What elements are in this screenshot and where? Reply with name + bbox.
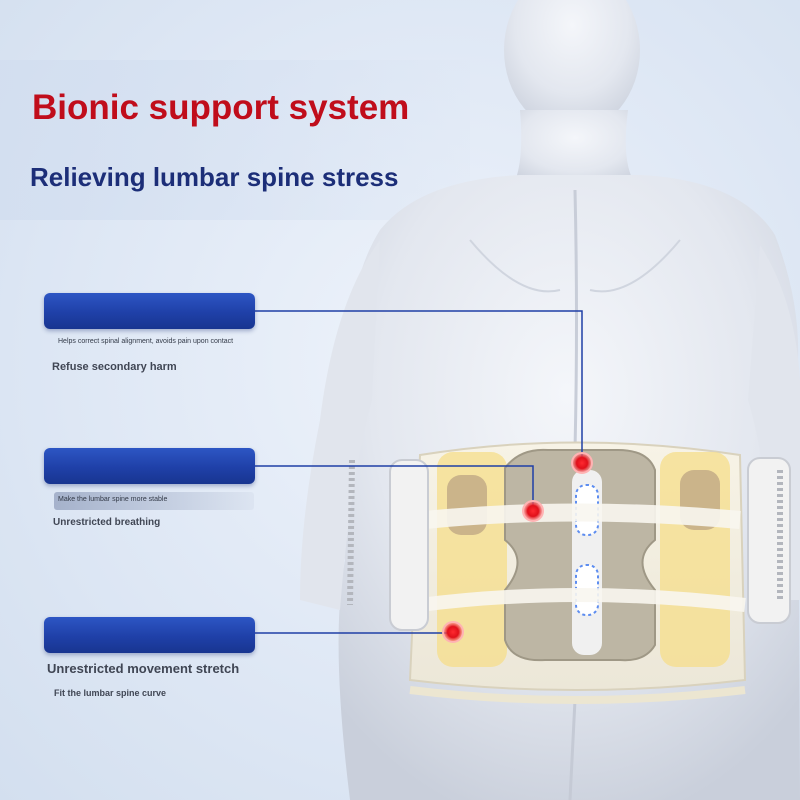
feature-caption-2: Make the lumbar spine more stable: [58, 496, 168, 503]
feature-label-3: Unrestricted movement stretch: [47, 661, 240, 676]
feature-sublabel-3: Fit the lumbar spine curve: [54, 688, 167, 698]
header-band: [0, 60, 470, 220]
page-title: Bionic support system: [32, 88, 410, 127]
connector-line-2: [255, 465, 534, 511]
feature-panel-3: [44, 617, 255, 653]
feature-label-2: Unrestricted breathing: [53, 517, 161, 528]
hotspot-1: [571, 452, 593, 474]
feature-panel-2: [44, 448, 255, 484]
feature-label-1: Refuse secondary harm: [52, 361, 177, 373]
hotspot-3: [442, 621, 464, 643]
page-subtitle: Relieving lumbar spine stress: [30, 162, 399, 192]
connector-lines: [255, 310, 583, 634]
connector-line-1: [255, 310, 583, 463]
hotspots: [442, 452, 593, 643]
feature-caption-strip-2: [54, 492, 254, 510]
hotspot-2: [522, 500, 544, 522]
feature-caption-1: Helps correct spinal alignment, avoids p…: [58, 338, 234, 345]
lumbar-brace: [347, 441, 791, 704]
feature-panel-1: [44, 293, 255, 329]
